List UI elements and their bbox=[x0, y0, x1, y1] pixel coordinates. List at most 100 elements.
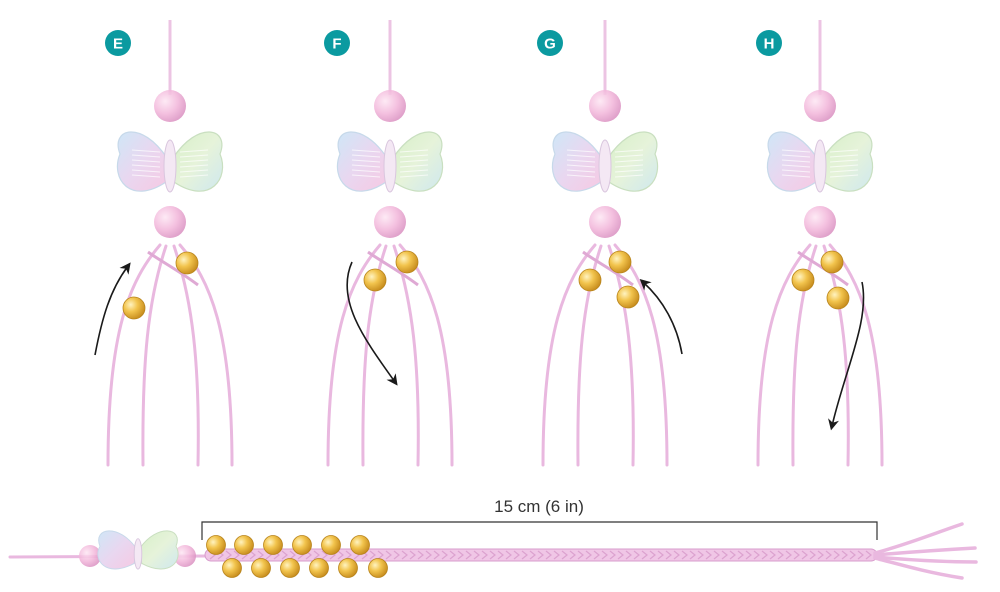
braid-stitch bbox=[825, 550, 832, 560]
braid-stitch bbox=[457, 550, 464, 560]
cord-strand bbox=[791, 244, 818, 467]
braid-stitch bbox=[385, 550, 392, 560]
cord-strands bbox=[326, 243, 454, 467]
braid-stitch bbox=[417, 550, 424, 560]
gold-bead-icon bbox=[395, 250, 419, 274]
braid-stitch bbox=[313, 550, 320, 560]
gold-bead-icon bbox=[368, 558, 388, 578]
braid-stitch bbox=[625, 550, 632, 560]
gold-bead-icon bbox=[608, 250, 632, 274]
butterfly-bead-icon bbox=[766, 131, 874, 193]
braid-stitch bbox=[433, 550, 440, 560]
braid-stitch bbox=[409, 550, 416, 560]
cord-strands bbox=[541, 243, 669, 467]
braid-stitch bbox=[529, 550, 536, 560]
step-badge-label: H bbox=[764, 36, 775, 53]
braid-stitch bbox=[769, 550, 776, 560]
step-panel-e: E bbox=[94, 20, 234, 467]
braid-stitch bbox=[585, 550, 592, 560]
braid-stitch bbox=[617, 550, 624, 560]
braid-stitch bbox=[697, 550, 704, 560]
gold-bead-icon bbox=[321, 535, 341, 555]
braid-stitch bbox=[745, 550, 752, 560]
step-badge-g: G bbox=[537, 30, 563, 56]
braid-stitch bbox=[505, 550, 512, 560]
braid-stitch bbox=[377, 550, 384, 560]
gold-bead-icon bbox=[234, 535, 254, 555]
braid-stitch bbox=[345, 550, 352, 560]
braid-stitch bbox=[833, 550, 840, 560]
braid-stitch bbox=[761, 550, 768, 560]
braid-stitch bbox=[753, 550, 760, 560]
braid-stitch bbox=[601, 550, 608, 560]
braid-stitch bbox=[809, 550, 816, 560]
braid-stitch bbox=[705, 550, 712, 560]
cord-strands bbox=[106, 243, 234, 467]
braid-stitch bbox=[521, 550, 528, 560]
direction-arrow-icon bbox=[828, 281, 865, 431]
gold-bead-icon bbox=[309, 558, 329, 578]
braid-stitch bbox=[473, 550, 480, 560]
cord-strands bbox=[756, 243, 884, 467]
gold-bead-icon bbox=[363, 268, 387, 292]
braid-stitch bbox=[673, 550, 680, 560]
braid-stitch bbox=[801, 550, 808, 560]
braid-stitch bbox=[865, 550, 872, 560]
braid-stitch bbox=[857, 550, 864, 560]
bead-icon bbox=[154, 206, 186, 238]
gold-bead-icon bbox=[826, 286, 850, 310]
cord-strand bbox=[392, 244, 420, 467]
butterfly-bead-icon bbox=[116, 131, 224, 193]
step-panel-h: H bbox=[756, 20, 884, 467]
bead-icon bbox=[374, 90, 406, 122]
cord-strand bbox=[756, 243, 812, 467]
gold-bead-icon bbox=[222, 558, 242, 578]
bead-icon bbox=[589, 90, 621, 122]
step-badge-h: H bbox=[756, 30, 782, 56]
braid-stitch bbox=[657, 550, 664, 560]
step-badge-circle bbox=[537, 30, 563, 56]
braid-stitch bbox=[369, 550, 376, 560]
finished-bracelet bbox=[8, 522, 978, 580]
braid-stitch bbox=[497, 550, 504, 560]
bead-icon bbox=[589, 206, 621, 238]
braid-stitch bbox=[577, 550, 584, 560]
direction-arrow-icon bbox=[94, 262, 131, 356]
braid-stitch bbox=[393, 550, 400, 560]
braid-stitch bbox=[729, 550, 736, 560]
gold-bead-icon bbox=[263, 535, 283, 555]
braid-stitch bbox=[257, 550, 264, 560]
cord-strand bbox=[822, 244, 850, 467]
braid-stitch bbox=[489, 550, 496, 560]
gold-bead-icon bbox=[206, 535, 226, 555]
cord-strand bbox=[607, 244, 635, 467]
cord-crossing bbox=[582, 250, 634, 287]
braid-stitch bbox=[465, 550, 472, 560]
step-badge-circle bbox=[756, 30, 782, 56]
bead-icon bbox=[174, 545, 196, 567]
gold-bead-icon bbox=[578, 268, 602, 292]
bead-icon bbox=[804, 90, 836, 122]
cord-crossing bbox=[367, 250, 419, 287]
braid-stitch bbox=[841, 550, 848, 560]
braid-stitch bbox=[337, 550, 344, 560]
gold-bead-icon bbox=[616, 285, 640, 309]
butterfly-bead-icon bbox=[97, 530, 179, 570]
braid-stitch bbox=[737, 550, 744, 560]
braid-stitch bbox=[561, 550, 568, 560]
gold-bead-icon bbox=[251, 558, 271, 578]
braid-stitch bbox=[553, 550, 560, 560]
bracelet-gold-beads bbox=[206, 535, 388, 578]
braid-stitch bbox=[681, 550, 688, 560]
braid-stitch bbox=[225, 550, 232, 560]
cord-strand bbox=[576, 244, 603, 467]
braid-stitch bbox=[641, 550, 648, 560]
braid-stitch bbox=[233, 550, 240, 560]
step-badge-label: F bbox=[332, 36, 341, 53]
step-badge-circle bbox=[324, 30, 350, 56]
braid-stitch bbox=[777, 550, 784, 560]
braid-stitch bbox=[713, 550, 720, 560]
step-badge-circle bbox=[105, 30, 131, 56]
butterfly-bead-icon bbox=[336, 131, 444, 193]
braid-stitch bbox=[537, 550, 544, 560]
